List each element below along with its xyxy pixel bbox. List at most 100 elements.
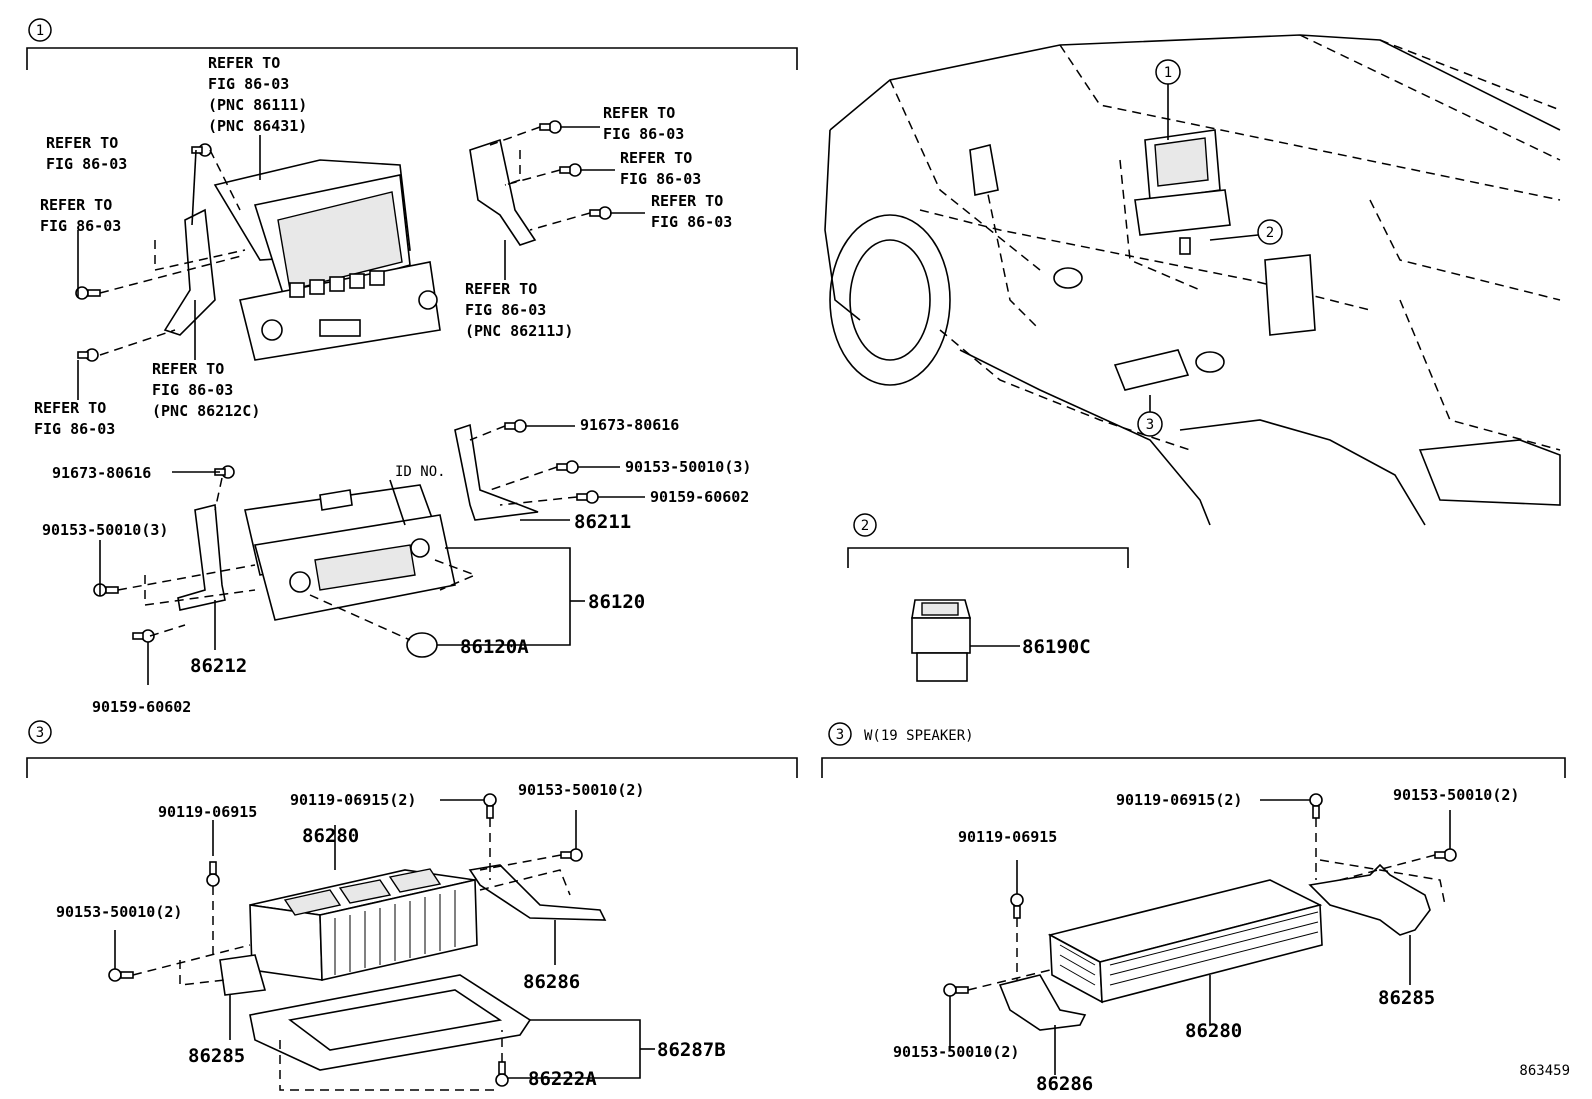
amplifier-location <box>1113 349 1190 391</box>
section-3w-marker: 3 <box>836 727 844 743</box>
callout-circle <box>1155 59 1181 85</box>
part-number-label: 86280 <box>302 825 359 847</box>
screw-icon <box>576 490 599 504</box>
screw-icon <box>495 1061 509 1087</box>
screw-icon <box>77 348 99 362</box>
display-right-bracket <box>469 138 537 246</box>
section-1-bracket <box>26 47 798 70</box>
drawing-id: 863459 <box>1519 1063 1570 1079</box>
refer-to-label: REFER TO <box>603 104 675 122</box>
fig-label: FIG 86-03 <box>208 75 289 93</box>
display-unit-drawing <box>213 159 441 361</box>
screw-icon <box>539 120 562 134</box>
pnc-label: (PNC 86212C) <box>152 402 260 420</box>
head-unit-drawing <box>244 484 456 621</box>
refer-to-label: REFER TO <box>465 280 537 298</box>
screw-icon <box>556 460 579 474</box>
section-3: 3 <box>26 720 798 1091</box>
refer-to-label: REFER TO <box>208 54 280 72</box>
refer-to-label: REFER TO <box>34 399 106 417</box>
vehicle-callout: 1 <box>1164 65 1172 81</box>
part-number-label: 86285 <box>188 1045 245 1067</box>
part-number-label: 86287B <box>657 1039 726 1061</box>
part-number-label: 90159-60602 <box>650 488 749 506</box>
part-number-label: 90153-50010(2) <box>518 781 644 799</box>
callout-circle <box>1257 219 1283 245</box>
part-number-label: 90153-50010(2) <box>1393 786 1519 804</box>
screw-icon <box>1434 848 1457 862</box>
section-3-marker: 3 <box>36 725 44 741</box>
screw-icon <box>191 143 212 157</box>
fig-label: FIG 86-03 <box>620 170 701 188</box>
screw-icon <box>589 206 612 220</box>
section-1: 1 <box>26 18 798 716</box>
section-2-bracket <box>847 547 1129 568</box>
section-3-marker-circle <box>28 720 52 744</box>
fig-label: FIG 86-03 <box>34 420 115 438</box>
bracket-86286 <box>468 864 607 921</box>
fig-label: FIG 86-03 <box>465 301 546 319</box>
part-number-label: 90119-06915 <box>958 828 1057 846</box>
part-number-label: 86286 <box>1036 1073 1093 1095</box>
part-number-label: 90119-06915(2) <box>290 791 416 809</box>
part-number-label: 86222A <box>528 1068 597 1090</box>
part-number-label: 91673-80616 <box>52 464 151 482</box>
part-number-label: 90153-50010(2) <box>893 1043 1019 1061</box>
switch-drawing <box>911 599 972 682</box>
screw-icon <box>1309 793 1323 819</box>
screw-icon <box>206 861 220 887</box>
knob-icon <box>406 632 438 658</box>
vehicle-interior-drawing: 1 2 3 <box>824 34 1561 526</box>
head-unit-right-bracket <box>454 423 539 521</box>
refer-to-label: REFER TO <box>46 134 118 152</box>
fig-label: FIG 86-03 <box>651 213 732 231</box>
screw-icon <box>559 163 582 177</box>
head-unit-left-bracket <box>177 503 226 611</box>
part-number-label: 90153-50010(2) <box>56 903 182 921</box>
screw-icon <box>504 419 527 433</box>
screw-icon <box>1010 893 1024 919</box>
part-number-label: 86286 <box>523 971 580 993</box>
callout-circle <box>1137 411 1163 437</box>
part-number-label: 86285 <box>1378 987 1435 1009</box>
part-number-label: 91673-80616 <box>580 416 679 434</box>
section-2: 2 86190C <box>847 513 1129 682</box>
part-number-label: 86211 <box>574 511 631 533</box>
vehicle-callout: 3 <box>1146 417 1154 433</box>
amplifier-drawing <box>249 868 478 981</box>
part-number-label: 86280 <box>1185 1020 1242 1042</box>
section-2-marker-circle <box>853 513 877 537</box>
screw-icon <box>132 629 155 643</box>
screw-icon <box>108 968 134 982</box>
fig-label: FIG 86-03 <box>46 155 127 173</box>
screw-icon <box>93 583 119 597</box>
fig-label: FIG 86-03 <box>152 381 233 399</box>
fig-label: FIG 86-03 <box>40 217 121 235</box>
refer-to-label: REFER TO <box>651 192 723 210</box>
refer-to-label: REFER TO <box>152 360 224 378</box>
bracket-86285-w19 <box>1308 863 1431 936</box>
screw-icon <box>943 983 969 997</box>
part-number-label: 90119-06915 <box>158 803 257 821</box>
screw-icon <box>560 848 583 862</box>
pnc-label: (PNC 86431) <box>208 117 307 135</box>
pnc-label: (PNC 86211J) <box>465 322 573 340</box>
screw-icon <box>483 793 497 819</box>
part-number-label: 90153-50010(3) <box>625 458 751 476</box>
section-3-bracket <box>26 757 798 778</box>
part-number-label: 90159-60602 <box>92 698 191 716</box>
section-3w-marker-circle <box>828 722 852 746</box>
section-3w-bracket <box>821 757 1566 778</box>
tray-86287b <box>249 974 532 1071</box>
screw-icon <box>75 286 101 300</box>
pnc-label: (PNC 86111) <box>208 96 307 114</box>
part-number-label: 86120A <box>460 636 529 658</box>
switch-location <box>1179 237 1191 255</box>
part-number-label: 86212 <box>190 655 247 677</box>
section-1-marker: 1 <box>36 23 44 39</box>
fig-label: FIG 86-03 <box>603 125 684 143</box>
part-number-label: 90119-06915(2) <box>1116 791 1242 809</box>
part-number-label: 86190C <box>1022 636 1091 658</box>
amplifier-w19-drawing <box>1047 879 1323 1004</box>
refer-to-label: REFER TO <box>620 149 692 167</box>
